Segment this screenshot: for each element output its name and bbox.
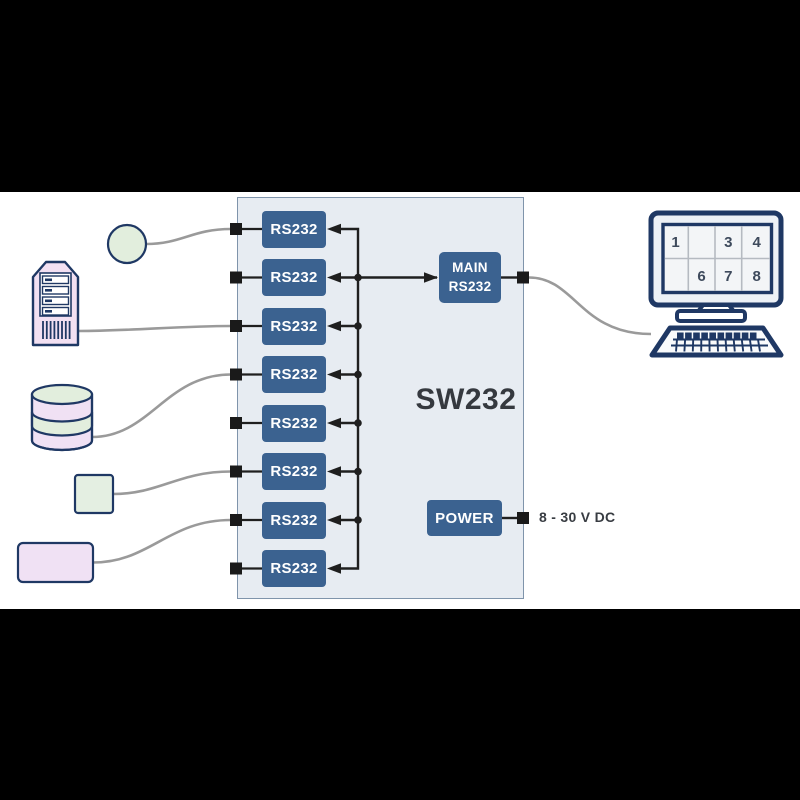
port-connectors	[230, 223, 529, 575]
diagram-canvas: 1 3 4 6 7 8	[0, 192, 800, 609]
cable-server-to-port3	[77, 324, 232, 333]
power-connector	[517, 512, 529, 524]
database-icon	[30, 383, 94, 452]
rs232-port-7: RS232	[262, 501, 326, 539]
screen-cell-1: 1	[671, 234, 679, 251]
rs232-port-8: RS232	[262, 550, 326, 587]
main-port-label-line1: MAIN	[452, 260, 488, 276]
cable-database-to-port4	[91, 373, 232, 439]
cable-rect-to-port7	[92, 518, 232, 564]
bus-junction-dots	[354, 273, 362, 524]
rs232-port-3: RS232	[262, 307, 326, 345]
screen-cell-6: 6	[697, 268, 705, 285]
power-rating-label: 8 - 30 V DC	[539, 509, 616, 525]
power-box: POWER	[427, 500, 502, 536]
workstation-icon: 1 3 4 6 7 8	[648, 210, 784, 358]
keyboard-icon	[649, 325, 784, 358]
screen-port-numbers: 1 3 4 6 7 8	[671, 234, 761, 285]
monitor-icon: 1 3 4 6 7 8	[648, 210, 784, 323]
main-port-label-line2: RS232	[448, 278, 492, 294]
cable-terminal-to-port1	[145, 227, 232, 246]
device-cables	[77, 227, 652, 564]
screen-cell-8: 8	[753, 268, 761, 285]
device-rect-icon	[16, 541, 95, 584]
switch-title: SW232	[415, 383, 517, 416]
device-square-icon	[73, 473, 115, 515]
main-rs232-port: MAIN RS232	[439, 252, 501, 303]
monitor-stand-base	[675, 309, 747, 323]
cable-square-to-port6	[112, 470, 232, 496]
screen-cell-4: 4	[753, 234, 762, 251]
main-port-connector	[517, 271, 529, 284]
diagram-wires-layer: 1 3 4 6 7 8	[16, 210, 784, 584]
rs232-port-1: RS232	[262, 210, 326, 248]
rs232-port-2: RS232	[262, 259, 326, 296]
terminal-circle-icon	[106, 223, 148, 265]
cable-main-to-computer	[528, 276, 652, 336]
bus-arrowheads	[327, 223, 438, 574]
signal-bus	[242, 227, 517, 570]
rs232-port-5: RS232	[262, 404, 326, 442]
server-tower-icon	[31, 260, 80, 347]
screen-cell-3: 3	[724, 234, 732, 251]
rs232-port-4: RS232	[262, 356, 326, 393]
rs232-port-6: RS232	[262, 453, 326, 490]
screen-cell-7: 7	[724, 268, 732, 285]
